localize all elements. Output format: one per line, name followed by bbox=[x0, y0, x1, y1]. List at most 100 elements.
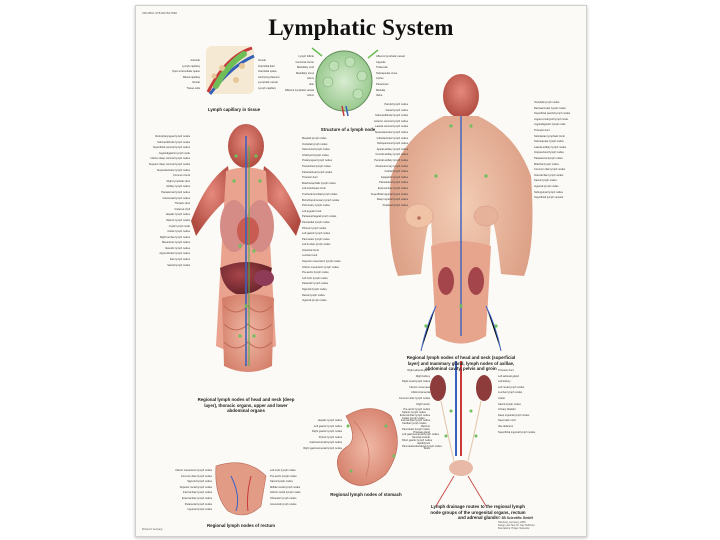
label-line: Left adrenal gland bbox=[498, 374, 519, 378]
label-line: Ileocolic lymph nodes bbox=[165, 246, 190, 250]
label-line: Paravesical lymph nodes bbox=[379, 181, 408, 185]
label-line: Right ureter bbox=[416, 402, 430, 406]
label-line: Deep inguinal lymph nodes bbox=[498, 413, 530, 417]
label-line: Inferior mesenteric lymph nodes bbox=[302, 265, 339, 269]
label-line: Left gastric lymph nodes bbox=[313, 424, 342, 428]
label-line: Superficial inguinal lymph nodes bbox=[370, 192, 408, 196]
label-line: Common trunk bbox=[172, 174, 190, 178]
label-line: Prostate gland bbox=[413, 430, 430, 434]
publisher-details: Hamburg, Germany, 2008 Design und Text: … bbox=[498, 521, 535, 531]
label-line: Medulla bbox=[376, 88, 386, 92]
label-line: External iliac lymph nodes bbox=[377, 186, 408, 190]
label-line: Supraclavicular lymph nodes bbox=[374, 130, 408, 134]
label-line: Subscapular lymph nodes bbox=[534, 140, 564, 144]
label-line: Left subclavian trunk bbox=[302, 187, 326, 191]
label-line: Lumbar trunk bbox=[302, 254, 318, 258]
lymph-node-illustration bbox=[311, 47, 379, 117]
label-line: Sigmoid lymph nodes bbox=[302, 288, 327, 292]
label-line: Hepatic lymph nodes bbox=[165, 213, 190, 217]
label-line: Superior rectal lymph nodes bbox=[179, 485, 212, 489]
label-line: Pancreaticoduodenal lymph nodes bbox=[402, 444, 442, 448]
label-line: Ureter bbox=[498, 396, 506, 400]
stomach-illustration bbox=[336, 408, 398, 486]
label-line: Blood capillary bbox=[183, 75, 200, 79]
label-line: Superficial cervical lymph nodes bbox=[152, 146, 190, 150]
label-line: Common iliac lymph nodes bbox=[398, 396, 430, 400]
label-line: Parasternal lymph nodes bbox=[534, 156, 563, 160]
label-line: Superficial parotid lymph nodes bbox=[534, 112, 571, 116]
label-line: Jugulodigastric lymph node bbox=[534, 123, 566, 127]
rectum-illustration bbox=[215, 462, 267, 516]
deep-layer-caption: Regional lymph nodes of head and neck (d… bbox=[197, 397, 295, 413]
label-line: Tissue cells bbox=[186, 86, 200, 90]
label-line: Subclavian lymphatic trunk bbox=[534, 134, 565, 138]
label-line: Rectal lymph nodes bbox=[302, 293, 325, 297]
label-line: Subcapsular sinus bbox=[376, 71, 398, 75]
label-line: Efferent lymphatic vessel bbox=[285, 88, 314, 92]
publisher-logo: © 3B Scientific GmbH bbox=[498, 516, 533, 520]
anatomy-illustrations bbox=[191, 46, 533, 516]
capillary-illustration bbox=[206, 46, 255, 95]
urogenital-caption: Lymph drainage routes to the regional ly… bbox=[430, 504, 526, 520]
label-line: Tracheobronchial lymph nodes bbox=[302, 192, 338, 196]
label-line: Thoracic duct bbox=[498, 369, 514, 372]
lymphatic-poster: VR1350L 9781927817090 Lymphatic System bbox=[135, 5, 587, 537]
label-line: Submental lymph nodes bbox=[302, 148, 330, 152]
label-line: Pararectal lymph nodes bbox=[184, 502, 212, 506]
label-line: Inguinal lymph nodes bbox=[302, 299, 327, 303]
superficial-torso-illustration bbox=[389, 74, 533, 352]
label-line: Abdominal aorta bbox=[411, 391, 430, 395]
label-line: Central axillary lymph nodes bbox=[375, 153, 408, 157]
label-line: Lymph follicle bbox=[298, 55, 314, 58]
label-line: Germinal center bbox=[295, 60, 314, 64]
label-line: Epididymis bbox=[417, 441, 430, 445]
label-line: Left colic lymph nodes bbox=[270, 469, 296, 472]
label-line: Internal iliac lymph nodes bbox=[182, 491, 212, 495]
label-line: Jugulo-omohyoid lymph node bbox=[534, 117, 568, 121]
label-line: Right lumbar lymph nodes bbox=[159, 235, 190, 239]
label-line: Internal iliac lymph nodes bbox=[534, 173, 564, 177]
label-line: Infraclavicular lymph nodes bbox=[376, 136, 408, 140]
label-line: Occipital lymph nodes bbox=[302, 142, 328, 146]
label-line: Pectoral axillary lymph nodes bbox=[374, 158, 408, 162]
label-line: Mesenteric lymph nodes bbox=[161, 241, 190, 245]
label-line: Intestinal trunk bbox=[302, 248, 319, 252]
label-line: Paramammary lymph nodes bbox=[375, 164, 408, 168]
label-line: Parasternal lymph nodes bbox=[161, 190, 190, 194]
label-line: Paracortex bbox=[376, 82, 389, 86]
label-line: Inferior mesenteric lymph nodes bbox=[175, 469, 212, 472]
label-line: Pancreatic lymph nodes bbox=[402, 427, 430, 431]
label-line: Splenic lymph nodes bbox=[166, 218, 190, 222]
deep-torso-illustration bbox=[191, 124, 301, 372]
label-line: Paraesophageal lymph nodes bbox=[302, 215, 337, 219]
label-line: Thoracic duct bbox=[174, 202, 190, 206]
label-line: Deep inguinal lymph nodes bbox=[376, 198, 408, 202]
printed-note: Printed in Germany bbox=[142, 528, 163, 531]
label-line: Pretracheal lymph nodes bbox=[302, 164, 331, 168]
label-line: Epigastric lymph nodes bbox=[381, 175, 408, 179]
label-line: Anterior cervical lymph nodes bbox=[373, 119, 408, 123]
label-line: Lumbar lymph nodes bbox=[498, 391, 523, 395]
label-line: Bronchopulmonary lymph nodes bbox=[302, 198, 340, 202]
label-line: Common iliac lymph nodes bbox=[180, 474, 212, 478]
label-line: Popliteal lymph nodes bbox=[382, 203, 408, 207]
label-line: Vas deferens bbox=[498, 424, 514, 428]
label-line: Left jugular trunk bbox=[302, 209, 322, 213]
label-line: Superficial inguinal lymph nodes bbox=[498, 430, 536, 434]
urogenital-illustration bbox=[430, 361, 492, 507]
label-line: Right adrenal gland bbox=[407, 369, 431, 372]
label-line: Right gastric lymph nodes bbox=[312, 430, 342, 434]
label-line: Cisterna chyli bbox=[174, 207, 190, 211]
label-line: Intercostal lymph nodes bbox=[162, 196, 190, 200]
label-line: Rectum bbox=[421, 424, 430, 428]
label-line: External iliac lymph nodes bbox=[181, 496, 212, 500]
label-line: Supraclavicular lymph nodes bbox=[156, 168, 190, 172]
label-line: Lymphatic vessel bbox=[258, 81, 278, 85]
